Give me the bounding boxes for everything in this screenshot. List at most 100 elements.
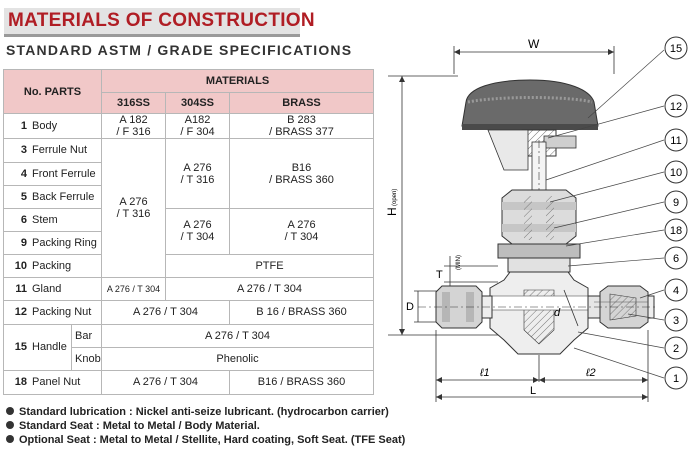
dimension-l: ℓ1 ℓ2 L [435, 330, 649, 402]
dim-w-label: W [528, 37, 540, 51]
callout-3: 3 [664, 308, 688, 332]
material-cell: B 16 / BRASS 360 [228, 300, 375, 325]
section-title-bar: MATERIALS OF CONSTRUCTION [4, 8, 315, 37]
dim-t-label: T [436, 269, 443, 281]
part-name: Front Ferrule [32, 167, 96, 180]
part-name: Gland [32, 283, 62, 296]
callout-label: 11 [670, 135, 681, 147]
callout-4: 4 [664, 278, 688, 302]
table-row: 4 Front Ferrule [3, 161, 374, 186]
part-name: Packing Nut [32, 306, 92, 319]
packing-nut [501, 189, 577, 245]
note-item: Optional Seat : Metal to Metal / Stellit… [6, 433, 405, 447]
callout-2: 2 [664, 336, 688, 360]
valve-body [489, 271, 589, 355]
dim-l1-label: ℓ1 [479, 367, 490, 379]
part-number: 6 [20, 213, 27, 226]
bullet-icon [6, 407, 14, 415]
dim-d-small-label: d [554, 307, 561, 319]
part-name: Packing [32, 260, 72, 273]
callout-label: 15 [670, 43, 682, 55]
callout-label: 12 [670, 101, 682, 113]
dim-h-label: H [385, 207, 399, 216]
callout-label: 9 [673, 197, 679, 209]
notes-list: Standard lubrication : Nickel anti-seize… [6, 405, 405, 447]
callout-15: 15 [664, 36, 688, 60]
part-number: 10 [14, 260, 27, 273]
dimension-w: W [453, 37, 615, 74]
sub-part-cell: Knob [71, 346, 102, 371]
callout-6: 6 [664, 246, 688, 270]
part-cell: 5 Back Ferrule [3, 184, 102, 209]
part-number: 5 [20, 190, 27, 203]
header-304ss: 304SS [165, 92, 230, 115]
dimension-d: D [406, 290, 438, 323]
dimension-h: H (open) [385, 75, 508, 336]
material-cell: A182 / F 304 [165, 113, 230, 140]
leader-lines [545, 49, 665, 379]
callout-10: 10 [664, 160, 688, 184]
part-number: 12 [14, 306, 27, 319]
sub-part-cell: Bar [71, 323, 102, 348]
callout-18: 18 [664, 218, 688, 242]
part-name: Body [32, 120, 58, 133]
material-cell: A 276 / T 316 [101, 138, 166, 279]
material-cell: B 283 / BRASS 377 [228, 113, 375, 140]
dim-l-label: L [530, 385, 536, 397]
part-cell: 11 Gland [3, 277, 102, 302]
header-materials: MATERIALS [100, 68, 375, 94]
bullet-icon [6, 435, 14, 443]
part-number: 1 [20, 120, 27, 133]
dim-h-sub-label: (open) [392, 189, 398, 206]
part-name: Panel Nut [32, 376, 81, 389]
section-subtitle: STANDARD ASTM / GRADE SPECIFICATIONS [6, 42, 353, 58]
valve-cross-section-drawing: W H (open) T (MIN) D [385, 36, 688, 402]
header-parts: No. PARTS [3, 68, 102, 115]
material-cell: A 276 / T 304 [100, 323, 375, 348]
note-text: Standard Seat : Metal to Metal / Body Ma… [19, 420, 260, 432]
note-item: Standard lubrication : Nickel anti-seize… [6, 405, 405, 419]
material-cell: B16 / BRASS 360 [228, 138, 375, 209]
part-cell: 4 Front Ferrule [3, 161, 102, 186]
part-cell: 6 Stem [3, 207, 102, 232]
material-cell: A 276 / T 304 [101, 369, 230, 396]
table-row: 1 Body A 182 / F 316 A182 / F 304 B 283 /… [3, 113, 375, 140]
note-item: Standard Seat : Metal to Metal / Body Ma… [6, 419, 405, 433]
callout-label: 10 [670, 167, 682, 179]
material-cell: A 276 / T 316 [165, 138, 230, 209]
part-cell: 10 Packing [3, 254, 102, 279]
callout-label: 2 [673, 343, 679, 355]
callout-label: 3 [673, 315, 679, 327]
callout-1: 1 [664, 366, 688, 390]
callout-label: 1 [673, 373, 679, 385]
dim-l2-label: ℓ2 [585, 367, 596, 379]
callout-12: 12 [664, 94, 688, 118]
material-cell: A 276 / T 304 [101, 277, 166, 302]
dim-t-sub-label: (MIN) [456, 255, 462, 270]
material-cell: A 182 / F 316 [101, 113, 166, 140]
callout-label: 6 [673, 253, 679, 265]
callout-11: 11 [664, 128, 688, 152]
part-cell: 12 Packing Nut [3, 300, 102, 325]
handle-knob [461, 79, 599, 130]
dim-d-label: D [406, 301, 414, 313]
material-cell: A 276 / T 304 [228, 207, 375, 256]
callout-9: 9 [664, 190, 688, 214]
part-number: 4 [20, 167, 27, 180]
part-name: Stem [32, 213, 58, 226]
part-name: Back Ferrule [32, 190, 95, 203]
part-cell: 1 Body [3, 113, 102, 140]
material-cell: PTFE [164, 254, 375, 279]
callout-label: 18 [670, 225, 682, 237]
material-cell: B16 / BRASS 360 [228, 369, 375, 396]
part-number: 11 [15, 283, 27, 296]
